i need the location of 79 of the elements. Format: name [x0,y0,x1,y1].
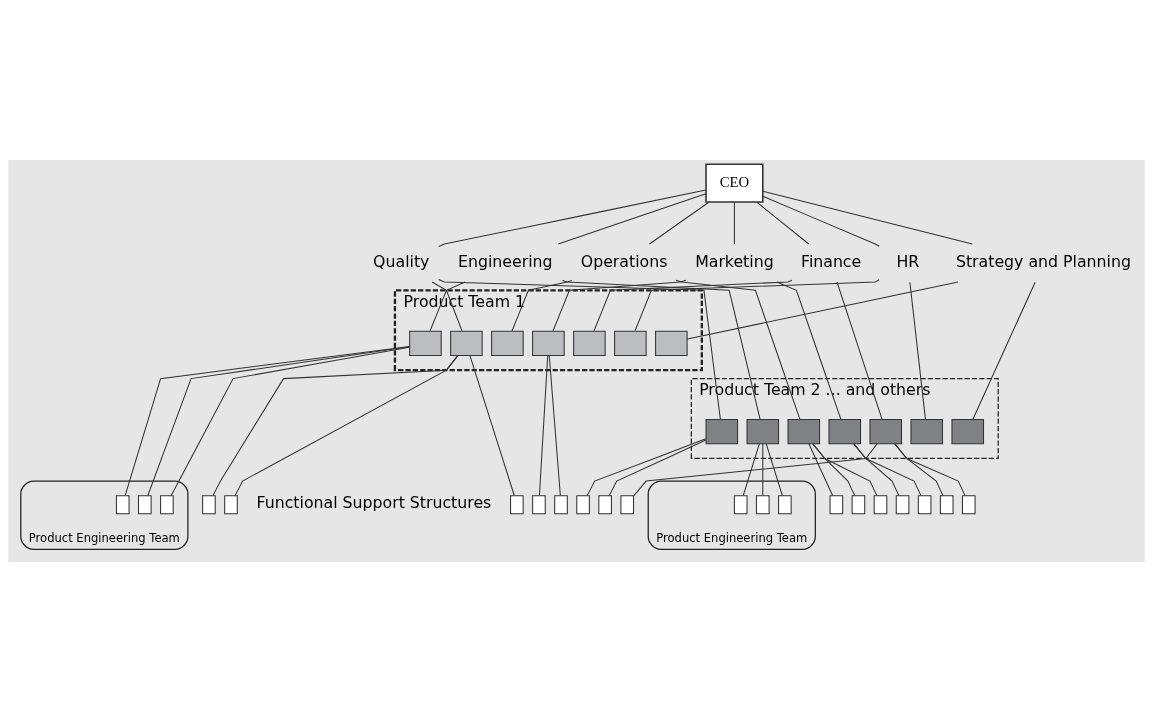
node-box [573,330,606,356]
connector [438,278,721,420]
node-box [755,494,770,514]
node-box [828,418,862,444]
node-box [115,494,130,514]
node-box [746,418,780,444]
node-box [910,418,944,444]
connector [608,439,707,496]
node-box [951,418,984,444]
node-box [869,418,903,444]
connector [762,190,973,245]
node-box [829,494,844,514]
node-box [532,330,565,356]
node-box [532,494,546,514]
connector [972,281,1036,420]
connector [765,442,783,496]
node-box [961,494,976,514]
node-box [917,494,932,514]
connector [853,442,922,496]
connector [557,192,707,244]
node-box [787,418,821,444]
node-box [409,330,442,356]
node-box [137,494,152,514]
node-box [554,494,568,514]
connector [812,442,878,496]
node-box [778,494,792,514]
connector [538,354,549,496]
node-box [873,494,888,514]
node-box [450,330,483,356]
node-box [620,494,635,514]
connector [634,278,880,331]
connector [909,281,926,420]
connector [742,442,760,496]
connector [586,437,707,496]
connector [762,442,764,496]
node-box [851,494,866,514]
node-text: Strategy and Planning [955,251,1131,271]
node-text: Marketing [695,251,774,271]
connector [552,279,687,331]
node-box [510,494,524,514]
node-box [160,494,174,514]
node-text: Engineering [458,251,553,271]
node-box [939,494,954,514]
connector [686,281,959,339]
connector [561,279,761,420]
node-box [895,494,910,514]
connector [511,279,573,331]
node-box [655,330,688,356]
node-box [576,494,590,514]
node-text: HR [896,251,920,271]
connector [675,279,801,420]
connector [469,354,515,496]
connector [836,281,883,420]
connector [756,201,810,245]
connector [808,442,834,496]
cluster: Product Engineering Team [647,479,816,550]
connector [894,442,966,496]
connector [762,195,880,247]
node-box [491,330,524,356]
cluster: Product Engineering Team [20,479,189,550]
node-text: Finance [800,251,862,271]
connector [593,279,793,331]
node-text: Operations [580,251,668,271]
label: Functional Support Structures [256,492,492,512]
connector [649,201,710,245]
node-text: Quality [373,251,430,271]
connector [548,354,561,496]
node-box [598,494,612,514]
node-box [202,494,216,514]
connector [733,201,735,245]
node-box [705,418,739,444]
cluster: Product Team 2 ... and others [690,377,999,459]
node-box: CEO [705,162,764,203]
connector [438,189,707,247]
node-box [224,494,238,514]
connector [776,281,842,420]
connector [633,442,878,497]
node-box [733,494,748,514]
node-box [614,330,647,356]
